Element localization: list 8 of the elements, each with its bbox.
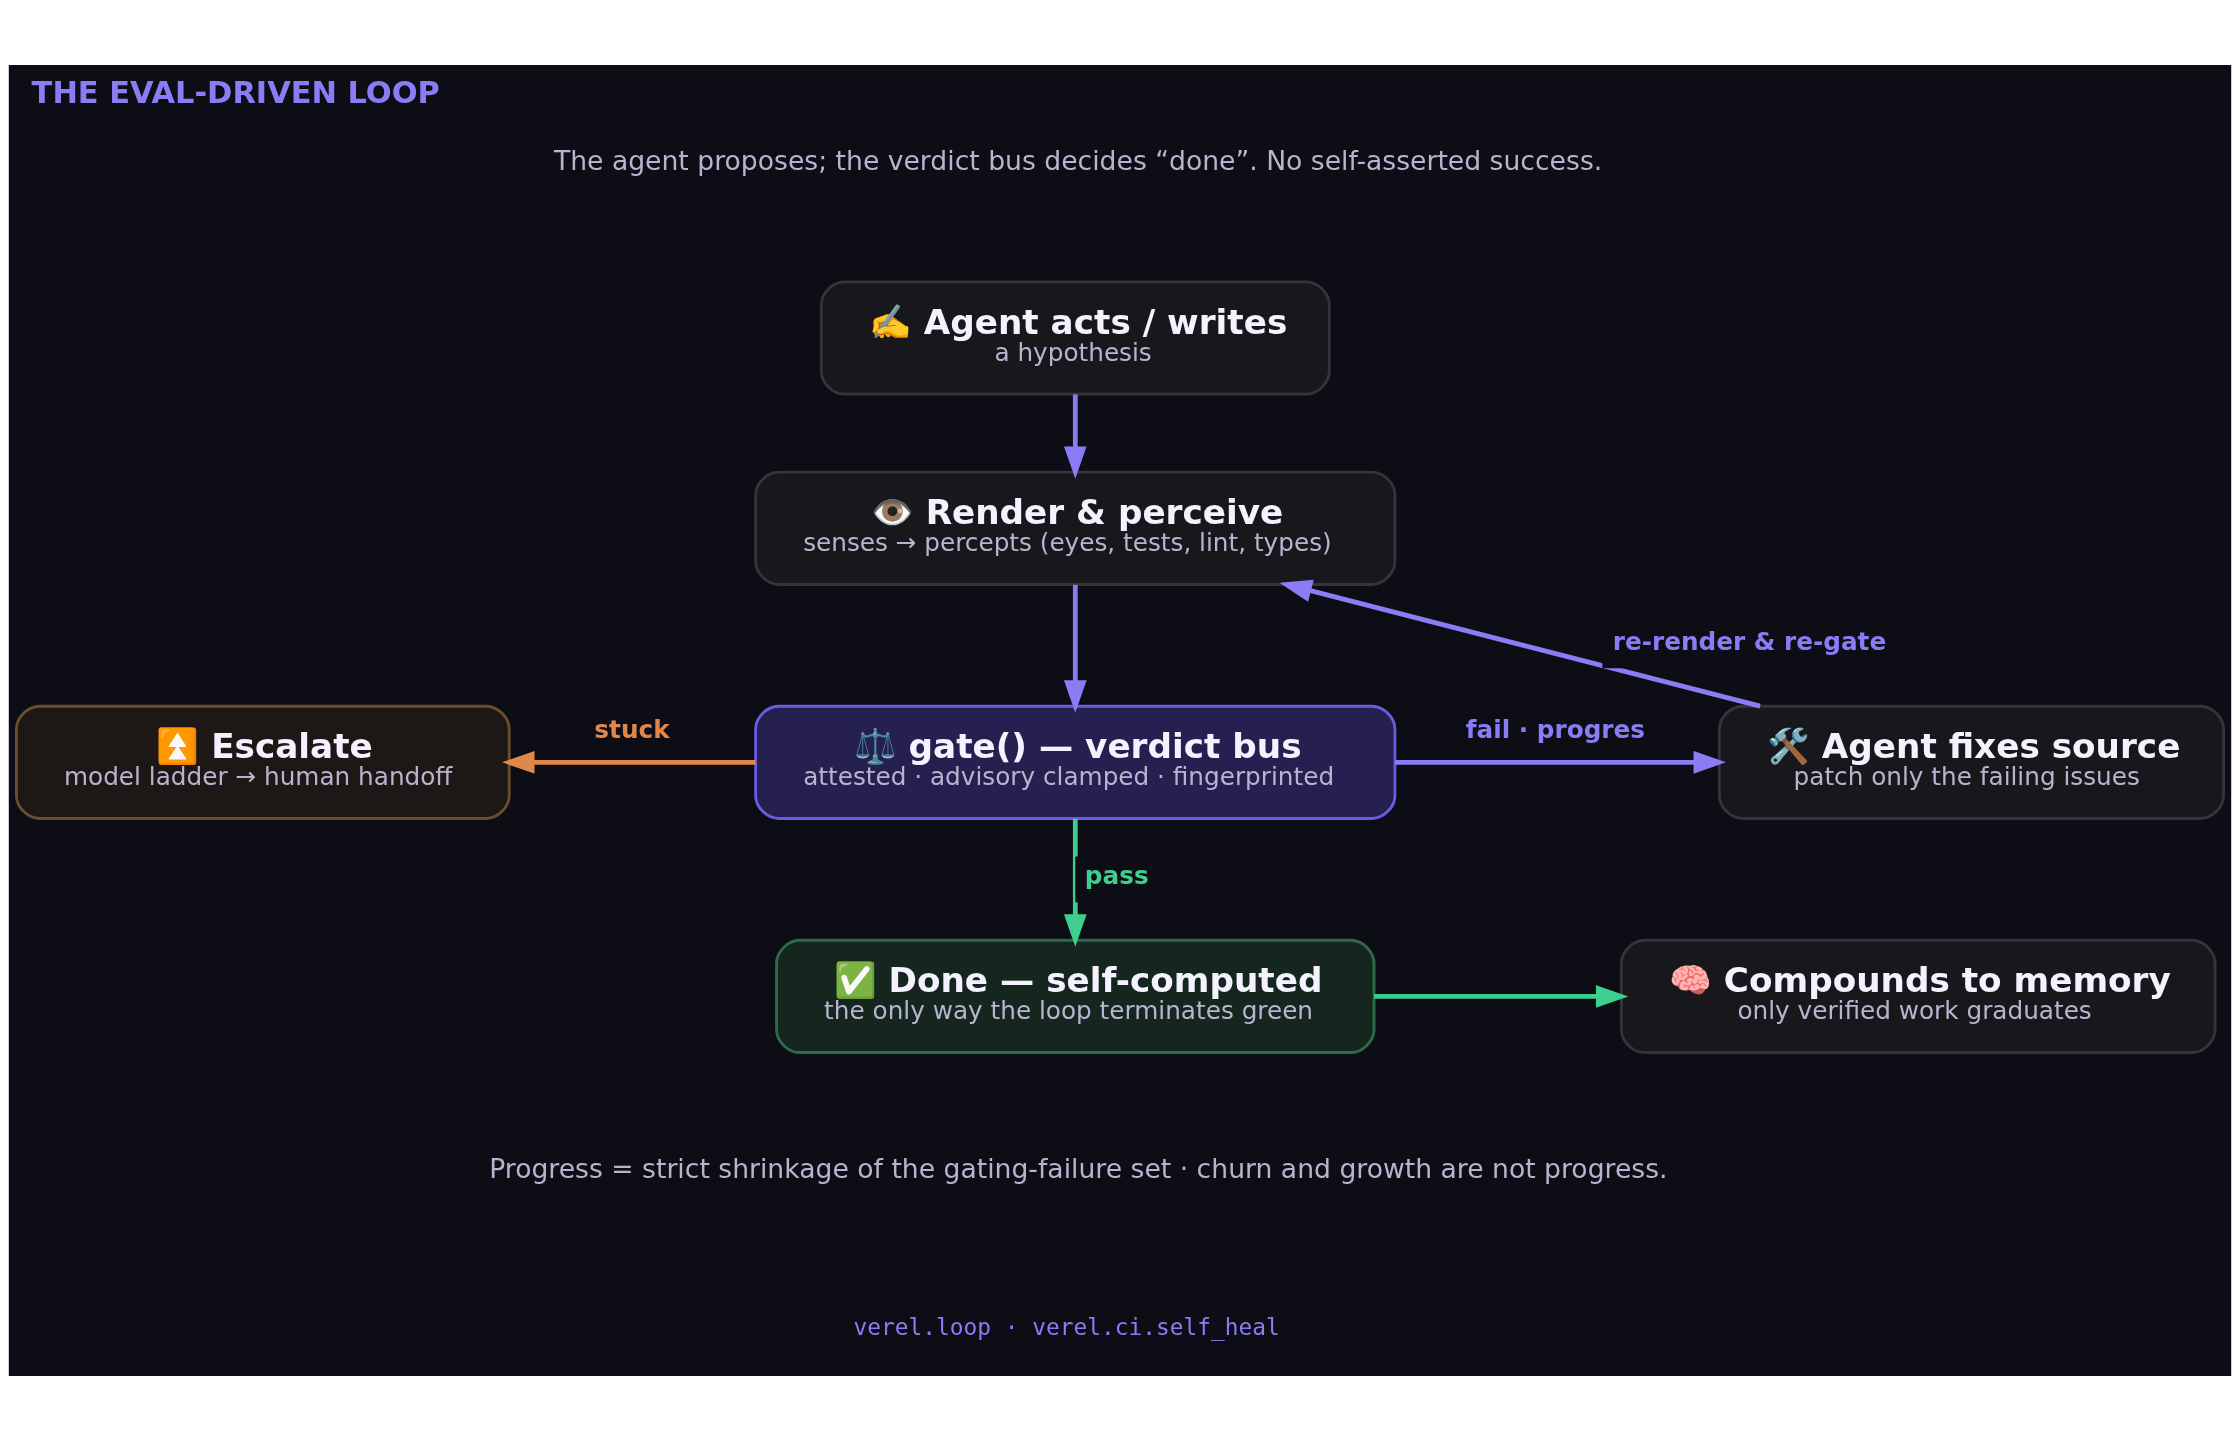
label: Progress = strict shrinkage of the gating-failure set · churn and growth are not progress. bbox=[489, 1152, 1668, 1184]
edge-label: fail · progres bbox=[1465, 714, 1646, 744]
label: The agent proposes; the verdict bus decides “done”. No self-asserted success. bbox=[553, 144, 1603, 176]
edge-label: re-render & re-gate bbox=[1612, 626, 1887, 656]
label: verel.loop · verel.ci.self_heal bbox=[853, 1313, 1280, 1340]
edge-label: stuck bbox=[594, 714, 670, 744]
edge-label: pass bbox=[1084, 860, 1149, 890]
diagram-title: THE EVAL-DRIVEN LOOP bbox=[31, 74, 440, 110]
